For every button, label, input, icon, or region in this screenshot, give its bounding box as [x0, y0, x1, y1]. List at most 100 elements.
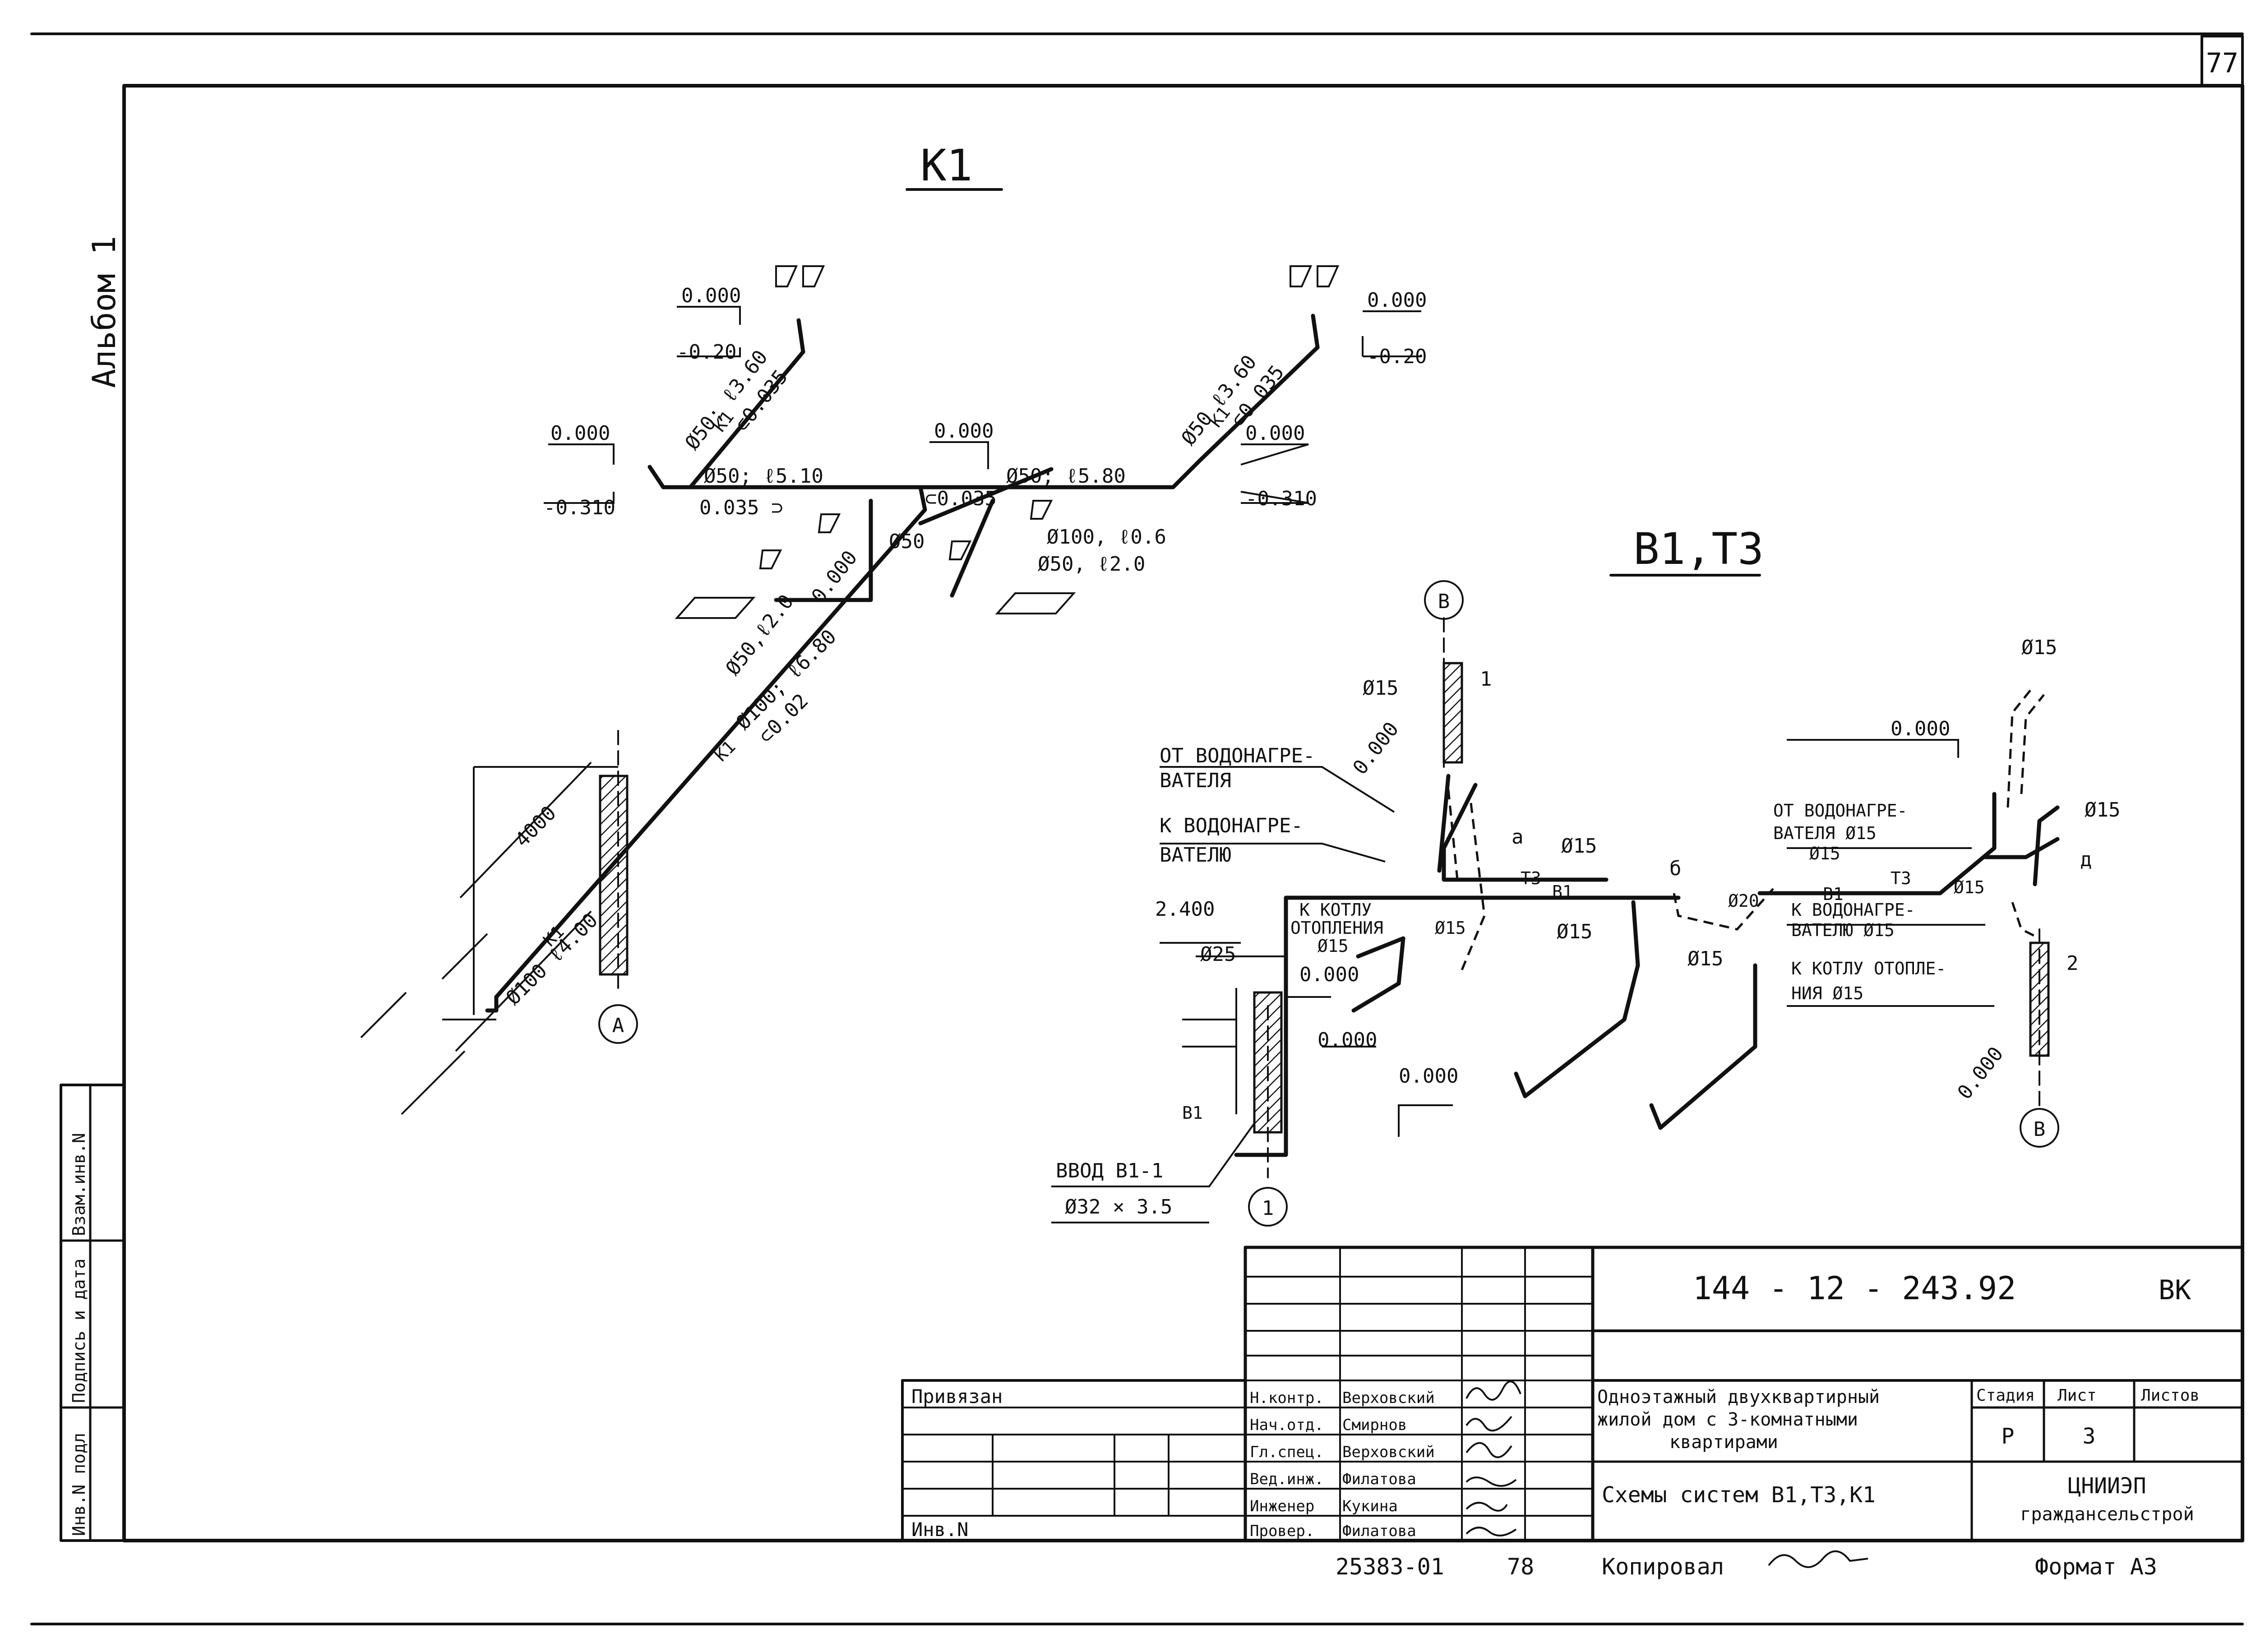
k1-d50-580: Ø50; ℓ5.80 [1006, 465, 1126, 488]
lbl-d15-h: Ø15 [1954, 877, 1985, 897]
k1-lbl-m0310b: -0.310 [1245, 487, 1317, 510]
lbl-d15-g: Ø15 [2085, 798, 2120, 821]
lbl-two: 2 [2066, 952, 2079, 975]
lbl-t3: Т3 [1521, 868, 1541, 888]
lbl-d15-d: Ø15 [1687, 947, 1723, 970]
sheet-number: 77 [2206, 47, 2238, 79]
lbl-0000b: 0.000 [1318, 1029, 1377, 1052]
k1-k1c: К1 [711, 737, 739, 765]
lbl-2400: 2.400 [1155, 898, 1215, 921]
lbl-from-heater-a2: ВАТЕЛЯ [1160, 769, 1231, 792]
k1-lbl-0000c: 0.000 [550, 422, 610, 445]
axis-b-bottom-marker [2020, 1108, 2059, 1148]
lbl-0000f: 0.000 [1953, 1043, 2008, 1104]
lbl-mark-d: д [2080, 848, 2092, 871]
axis-a-marker [598, 1004, 638, 1044]
role-1: Нач.отд. [1250, 1416, 1324, 1434]
lbl-from-heater-b3: Ø15 [1809, 844, 1840, 863]
name-2: Верховский [1342, 1443, 1435, 1461]
name-0: Верховский [1342, 1389, 1435, 1407]
stamp-cell-signature: Подпись и дата [69, 1259, 89, 1403]
name-3: Филатова [1342, 1470, 1416, 1488]
k1-lbl-0000b: 0.000 [1367, 289, 1427, 312]
doc-code: 144 - 12 - 243.92 [1693, 1270, 2016, 1307]
lbl-d15-a: Ø15 [1363, 677, 1398, 700]
k1-lbl-0000d: 0.000 [934, 420, 994, 443]
name-1: Смирнов [1342, 1416, 1407, 1434]
k1-lbl-0000a: 0.000 [681, 284, 741, 307]
k1-d50-510: Ø50; ℓ5.10 [704, 465, 823, 488]
lbl-to-heater-b: К ВОДОНАГРЕ- [1791, 900, 1915, 920]
name-5: Филатова [1342, 1522, 1416, 1540]
k1-lbl-m020a: -0.20 [677, 341, 736, 364]
object-line-1: жилой дом с 3-комнатными [1597, 1409, 1858, 1430]
axis-b-bottom-label: В [2034, 1118, 2046, 1141]
lbl-to-heater-b2: ВАТЕЛЮ Ø15 [1791, 920, 1895, 940]
sheets-header: Листов [2141, 1386, 2200, 1405]
lbl-mark-a: а [1512, 826, 1524, 849]
lbl-mark-b: б [1669, 857, 1682, 880]
footer-archive: 25383-01 [1336, 1554, 1444, 1580]
sheet-header: Лист [2057, 1386, 2097, 1405]
role-0: Н.контр. [1250, 1389, 1324, 1407]
lbl-t3b: Т3 [1891, 868, 1911, 888]
lbl-to-boiler-a: К КОТЛУ [1299, 900, 1372, 920]
lbl-b1b: В1 [1823, 884, 1844, 904]
axis-b-top-label: В [1438, 590, 1450, 613]
lbl-b1-in: В1 [1182, 1103, 1203, 1123]
lbl-d20: Ø20 [1728, 891, 1759, 911]
lbl-b1: В1 [1552, 882, 1573, 902]
k1-d100-06: Ø100, ℓ0.6 [1047, 526, 1166, 549]
k1-s0035c: 0.035 ⊃ [699, 496, 783, 519]
stamp-cell-inv: Инв.N подл [69, 1433, 89, 1536]
lbl-0000d: 0.000 [1348, 718, 1403, 779]
axis-1-marker [1248, 1187, 1288, 1227]
lbl-to-heater-a2: ВАТЕЛЮ [1160, 844, 1231, 867]
org-line-1: граждансельстрой [2020, 1504, 2194, 1525]
lbl-input: ВВОД В1-1 [1056, 1159, 1163, 1182]
role-4: Инженер [1250, 1497, 1314, 1515]
lbl-to-boiler-a3: Ø15 [1318, 936, 1349, 956]
role-3: Вед.инж. [1250, 1470, 1324, 1488]
role-2: Гл.спец. [1250, 1443, 1324, 1461]
k1-title: К1 [920, 140, 973, 191]
lbl-0000e: 0.000 [1891, 717, 1950, 740]
stage-value: Р [2002, 1424, 2015, 1449]
footer-page: 78 [1507, 1554, 1534, 1580]
lbl-d15-e: Ø15 [1435, 918, 1466, 938]
lbl-0000a: 0.000 [1299, 963, 1359, 986]
object-line-0: Одноэтажный двухквартирный [1597, 1387, 1880, 1407]
attached-label: Привязан [911, 1385, 1003, 1407]
lbl-to-boiler-b: К КОТЛУ ОТОПЛЕ- [1791, 959, 1946, 978]
album-label: Альбом 1 [86, 236, 123, 388]
sheet-value: 3 [2083, 1424, 2096, 1449]
lbl-to-heater-a: К ВОДОНАГРЕ- [1160, 814, 1303, 837]
lbl-d15-c: Ø15 [1557, 920, 1592, 943]
k1-s0035d: ⊂0.035 [925, 487, 997, 510]
stamp-cell-replace: Взам.инв.N [69, 1133, 89, 1236]
object-line-2: квартирами [1669, 1432, 1778, 1453]
lbl-to-boiler-a2: ОТОПЛЕНИЯ [1290, 918, 1383, 938]
role-5: Провер. [1250, 1522, 1314, 1540]
name-4: Кукина [1342, 1497, 1398, 1515]
axis-1-label: 1 [1262, 1197, 1274, 1220]
k1-scheme: К1 А 0.000 -0.20 [360, 140, 1427, 1115]
lbl-from-heater-b: ОТ ВОДОНАГРЕ- [1773, 801, 1907, 821]
footer-copied: Копировал [1602, 1554, 1724, 1580]
lbl-0000c: 0.000 [1399, 1065, 1458, 1088]
axis-a-label: А [612, 1014, 624, 1037]
sheet-name: Схемы систем В1,Т3,К1 [1602, 1482, 1876, 1508]
lbl-one: 1 [1480, 668, 1492, 691]
b1t3-title: В1,Т3 [1633, 524, 1764, 574]
org-line-0: ЦНИИЭП [2068, 1473, 2146, 1499]
lbl-from-heater-b2: ВАТЕЛЯ Ø15 [1773, 823, 1877, 843]
stage-header: Стадия [1976, 1386, 2035, 1405]
axis-b-top-marker [1424, 580, 1464, 620]
title-block: 144 - 12 - 243.92 ВК Привязан Инв.N Н.ко… [901, 1246, 2244, 1542]
inv-label: Инв.N [911, 1518, 968, 1541]
lbl-from-heater-a: ОТ ВОДОНАГРЕ- [1160, 744, 1315, 767]
lbl-d25: Ø25 [1200, 943, 1236, 966]
k1-lbl-0000e: 0.000 [1245, 422, 1305, 445]
lbl-input-pipe: Ø32 × 3.5 [1065, 1195, 1172, 1218]
